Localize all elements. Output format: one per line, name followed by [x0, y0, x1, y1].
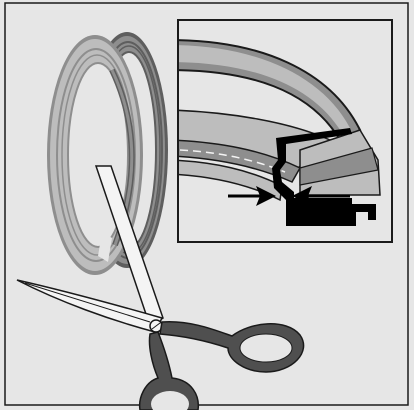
inset-detail: [170, 20, 392, 242]
